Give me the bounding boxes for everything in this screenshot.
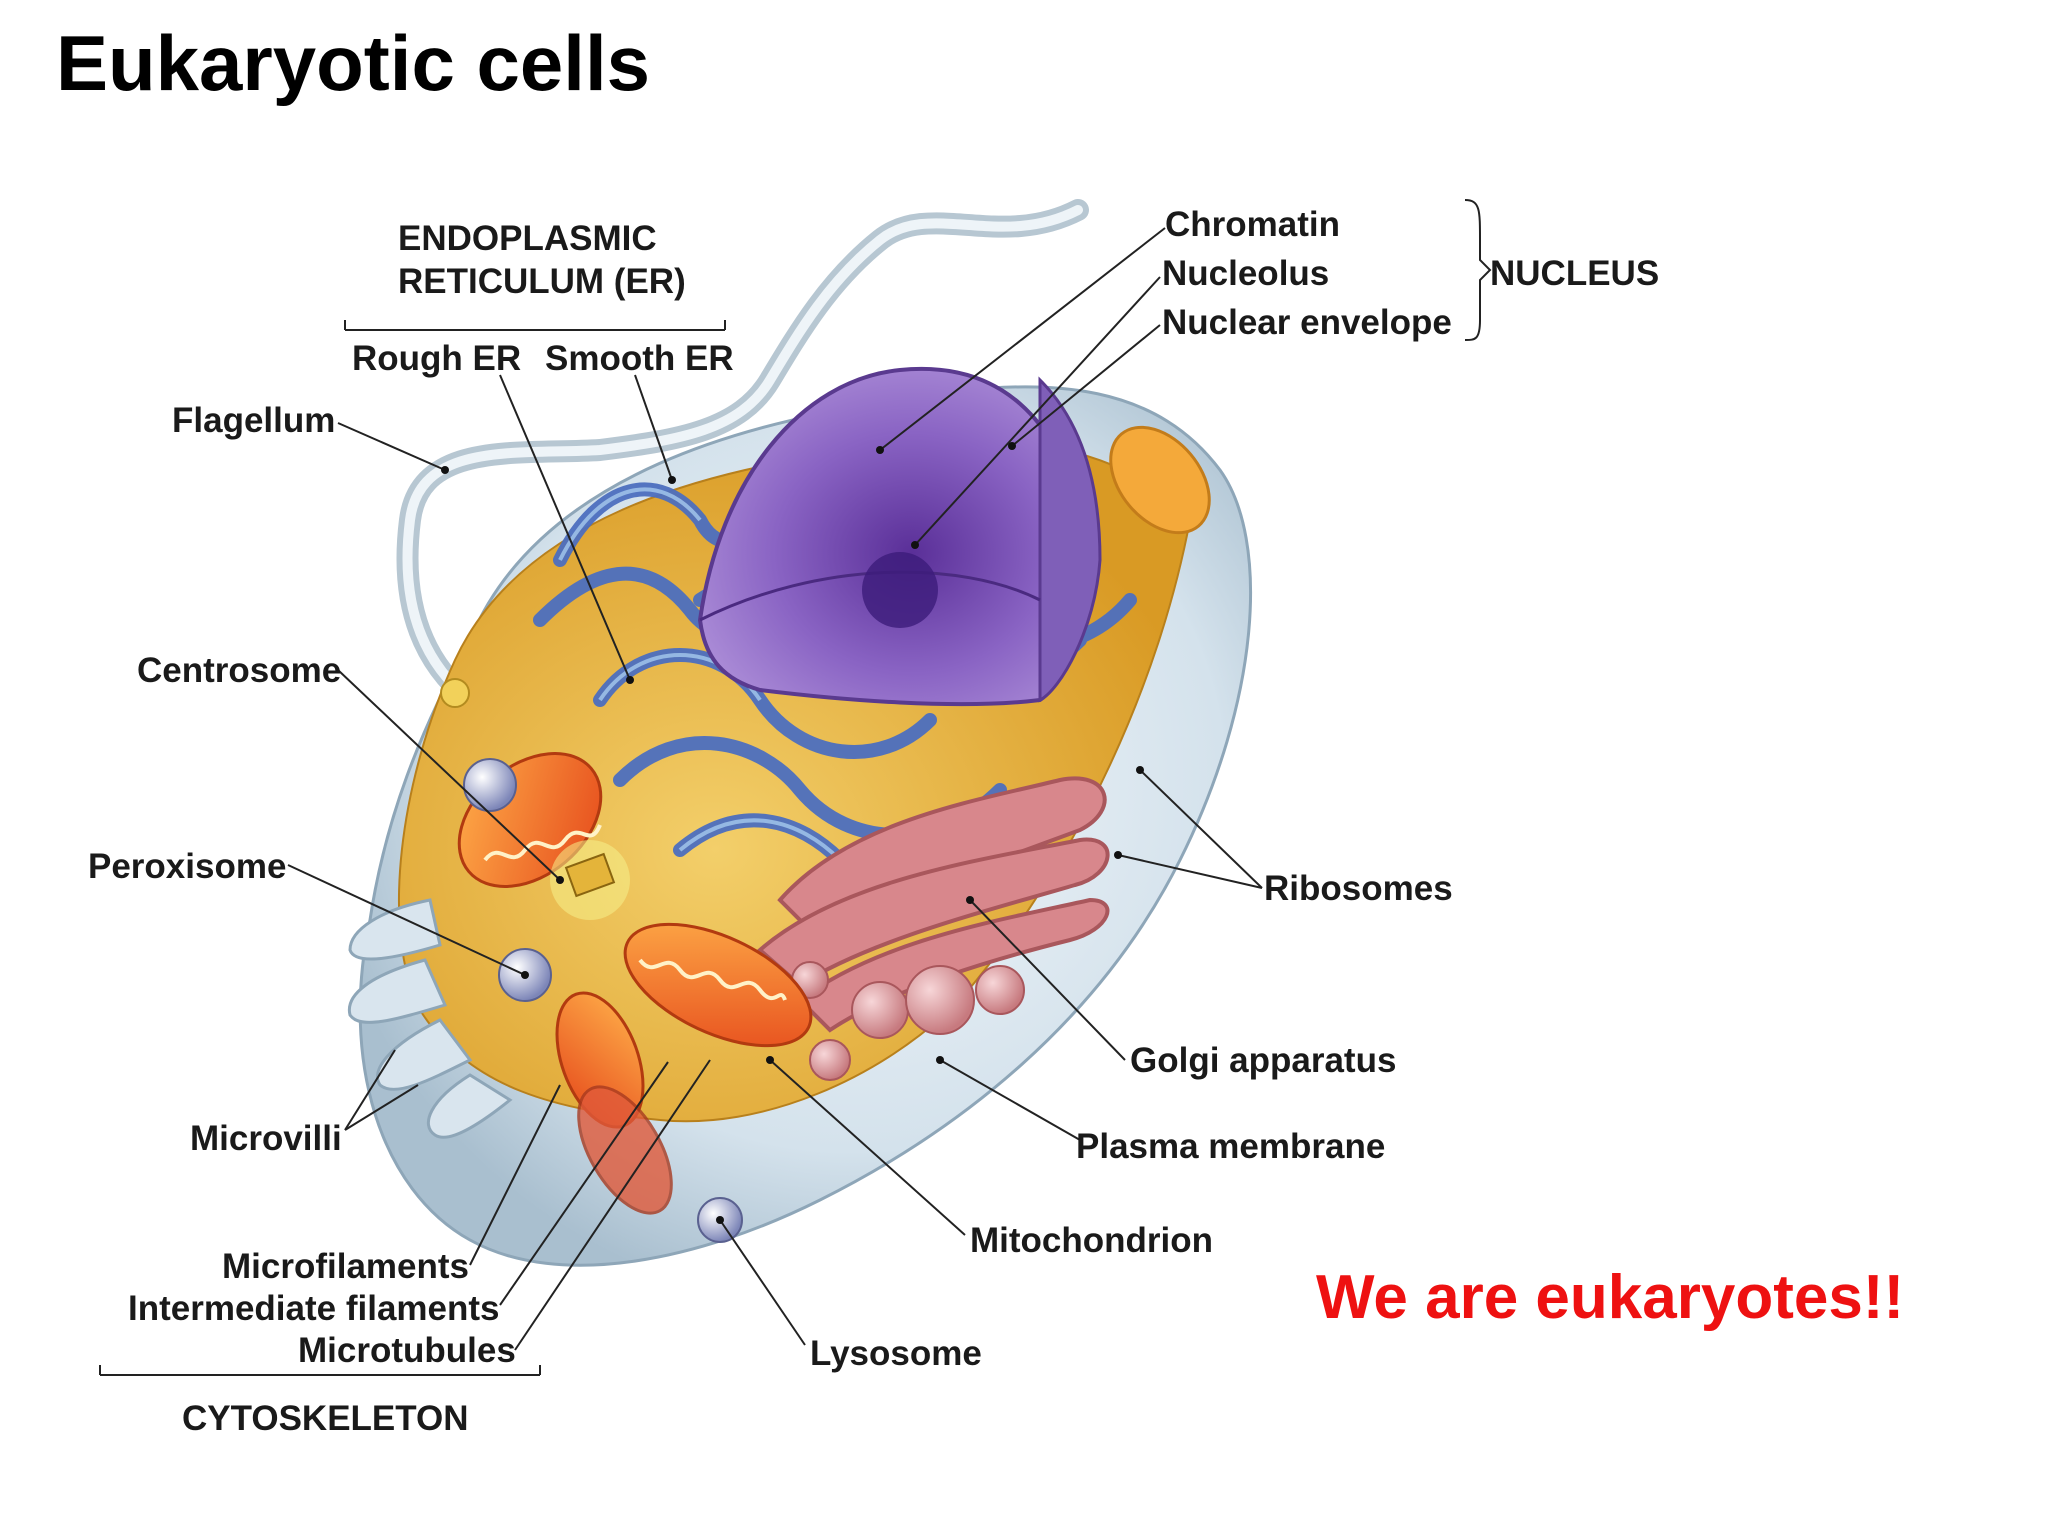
mitochondrion-label: Mitochondrion — [970, 1221, 1213, 1260]
centrosome-label: Centrosome — [137, 651, 341, 690]
er-group-label-line1: ENDOPLASMIC — [398, 219, 657, 258]
nucleus-shape — [697, 366, 1087, 707]
microfilaments-label: Microfilaments — [222, 1247, 469, 1286]
microtubules-label: Microtubules — [298, 1331, 516, 1370]
ribosomes-label: Ribosomes — [1264, 869, 1453, 908]
leader-lines — [99, 199, 1492, 1376]
plasma-membrane-label: Plasma membrane — [1076, 1127, 1385, 1166]
rough-er-label: Rough ER — [352, 339, 521, 378]
label-dots — [441, 442, 1144, 1224]
lysosome-label: Lysosome — [810, 1334, 982, 1373]
eukaryotes-note: We are eukaryotes!! — [1316, 1263, 1905, 1332]
nuclear-envelope-label: Nuclear envelope — [1162, 303, 1452, 342]
nucleolus-label: Nucleolus — [1162, 254, 1329, 293]
smooth-er-label: Smooth ER — [545, 339, 734, 378]
golgi-vesicles — [791, 961, 1025, 1081]
flagellum-label: Flagellum — [172, 401, 335, 440]
nucleus-label: NUCLEUS — [1490, 254, 1659, 293]
chromatin-label: Chromatin — [1165, 205, 1340, 244]
golgi-shape — [756, 776, 1110, 1033]
cytoskeleton-label: CYTOSKELETON — [182, 1399, 469, 1438]
golgi-label: Golgi apparatus — [1130, 1041, 1396, 1080]
intermediate-filaments-label: Intermediate filaments — [128, 1289, 500, 1328]
microvilli-shape — [347, 898, 513, 1139]
er-group-label-line2: RETICULUM (ER) — [398, 262, 686, 301]
microvilli-label: Microvilli — [190, 1119, 342, 1158]
cell-illustration — [347, 199, 1252, 1267]
slide-title: Eukaryotic cells — [56, 19, 650, 107]
peroxisome-label: Peroxisome — [88, 847, 286, 886]
centrosome-shape — [550, 840, 630, 920]
